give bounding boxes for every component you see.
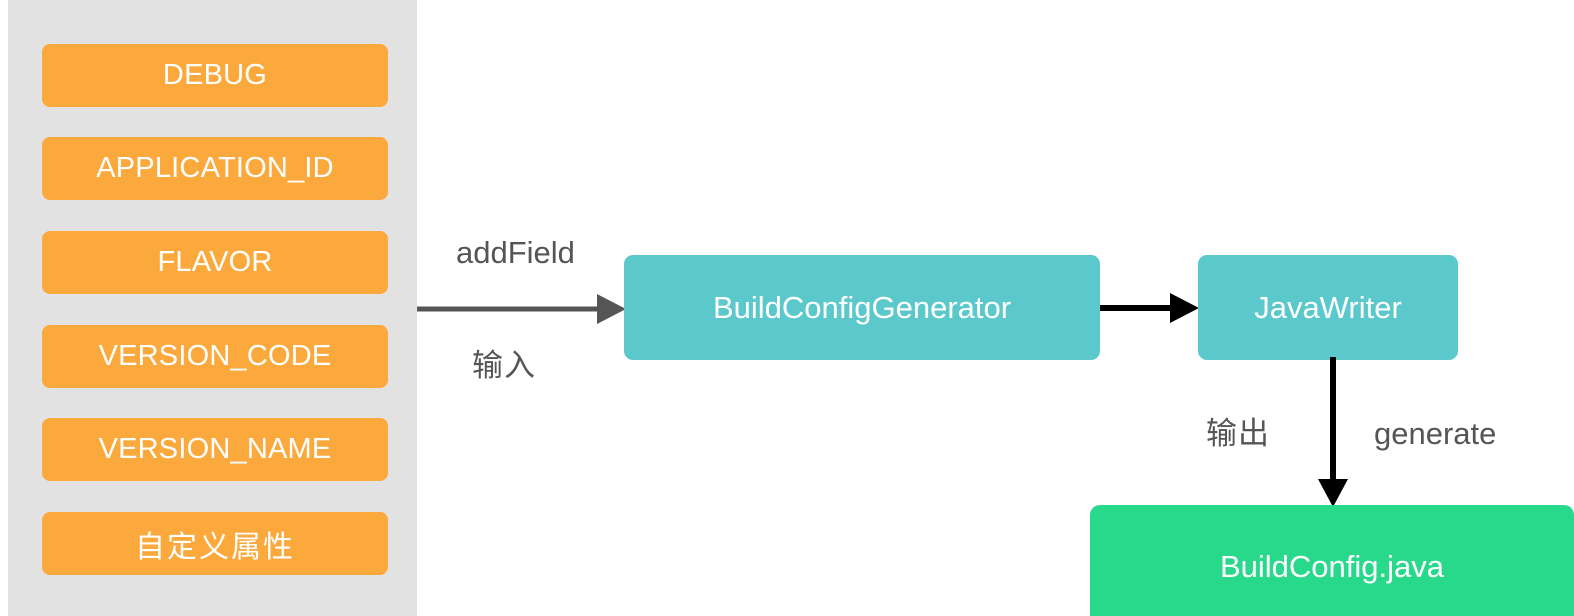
node-build-config-java[interactable]: BuildConfig.java <box>1090 505 1574 616</box>
field-chip-label: APPLICATION_ID <box>96 152 334 184</box>
field-chip-label: VERSION_NAME <box>98 433 332 465</box>
field-chip-custom-property[interactable]: 自定义属性 <box>42 512 388 575</box>
arrow-writer-to-output-icon <box>1318 357 1348 507</box>
node-label: BuildConfig.java <box>1219 549 1445 584</box>
edge-label-input: 输入 <box>472 348 536 383</box>
field-chip-version-name[interactable]: VERSION_NAME <box>42 418 388 481</box>
node-java-writer[interactable]: JavaWriter <box>1198 255 1458 360</box>
arrow-fields-to-generator-icon <box>417 294 626 324</box>
node-label: JavaWriter <box>1254 289 1402 325</box>
field-chip-label: 自定义属性 <box>135 530 295 564</box>
field-chip-flavor[interactable]: FLAVOR <box>42 231 388 294</box>
field-chip-label: FLAVOR <box>157 246 273 278</box>
field-chip-debug[interactable]: DEBUG <box>42 44 388 107</box>
edge-label-generate: generate <box>1374 416 1497 451</box>
edge-label-add-field: addField <box>456 235 575 270</box>
node-label: BuildConfigGenerator <box>712 289 1012 325</box>
field-chip-version-code[interactable]: VERSION_CODE <box>42 325 388 388</box>
field-chip-application-id[interactable]: APPLICATION_ID <box>42 137 388 200</box>
field-chip-label: DEBUG <box>162 59 268 91</box>
field-chip-label: VERSION_CODE <box>98 340 332 372</box>
edge-label-output: 输出 <box>1206 416 1270 451</box>
node-build-config-generator[interactable]: BuildConfigGenerator <box>624 255 1100 360</box>
arrow-generator-to-writer-icon <box>1100 293 1199 323</box>
